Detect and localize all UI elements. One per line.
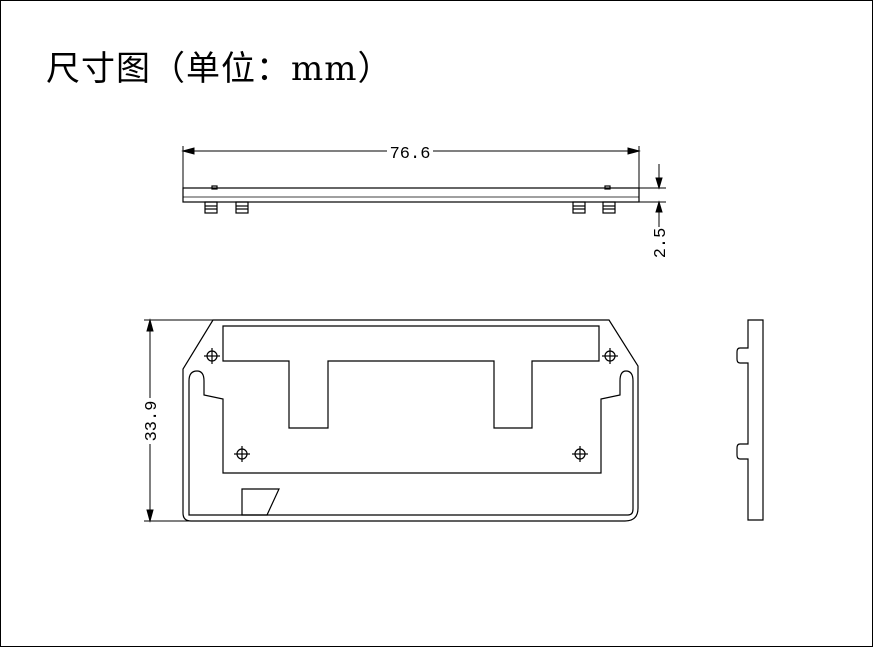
dimension-thickness <box>639 164 666 227</box>
top-pin <box>604 185 611 190</box>
front-view-inner-frame <box>188 370 634 516</box>
dimension-height-label: 33.9 <box>143 401 162 442</box>
top-view-plate <box>182 187 640 203</box>
front-view-outline <box>182 319 639 522</box>
mount-hole <box>572 446 588 462</box>
page-title: 尺寸图（单位：mm） <box>46 49 393 89</box>
front-view-window <box>222 325 600 429</box>
front-view-tab <box>241 488 280 516</box>
front-view <box>182 319 639 522</box>
dimension-thickness-label: 2.5 <box>652 228 671 259</box>
peg <box>204 201 218 214</box>
mount-hole <box>602 348 618 364</box>
peg <box>602 201 616 214</box>
side-view <box>736 319 764 521</box>
peg <box>235 201 249 214</box>
peg <box>572 201 586 214</box>
mount-hole <box>204 348 220 364</box>
dimension-length-label: 76.6 <box>390 145 431 164</box>
mount-hole <box>234 446 250 462</box>
dimension-length <box>181 146 641 188</box>
top-view <box>182 185 640 214</box>
dimension-height <box>144 318 213 523</box>
side-view-outline <box>736 319 764 521</box>
top-pin <box>211 185 218 190</box>
